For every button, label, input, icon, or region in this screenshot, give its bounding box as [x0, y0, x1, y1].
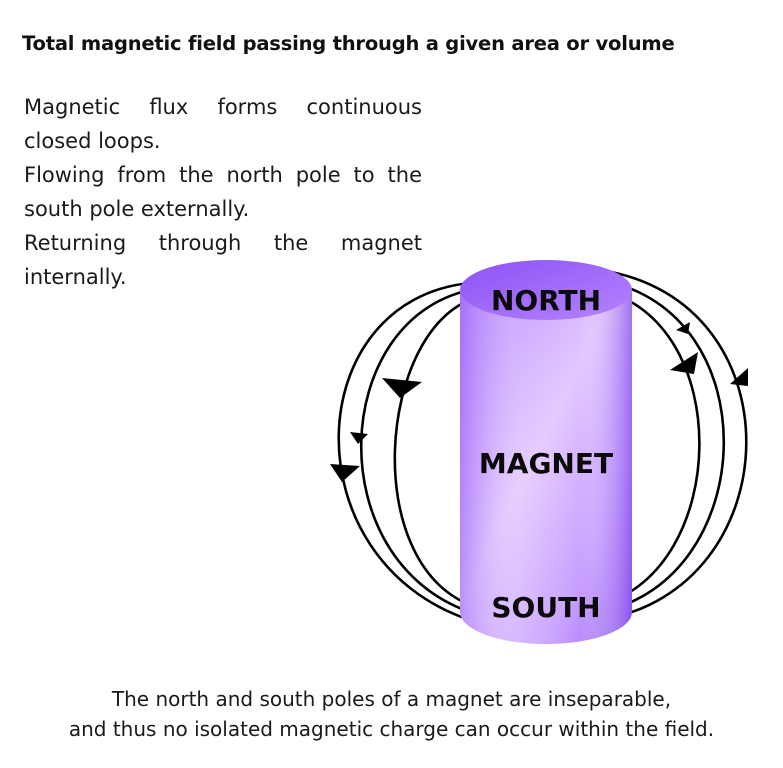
footer-line-1: The north and south poles of a magnet ar… — [111, 687, 672, 711]
arrow-right-outer — [730, 368, 748, 386]
field-arrows — [330, 322, 748, 482]
magnet-body-shade — [460, 290, 632, 644]
field-line-mid-right — [599, 278, 726, 614]
description: Magnetic flux forms continuous closed lo… — [24, 90, 422, 294]
south-label: SOUTH — [491, 591, 600, 624]
description-line-3: Returning through the magnet internally. — [24, 231, 422, 289]
north-label: NORTH — [491, 284, 601, 317]
magnet-top — [460, 260, 632, 320]
field-line-outer-left — [337, 281, 471, 622]
description-line-2: Flowing from the north pole to the south… — [24, 163, 422, 221]
description-line-1: Magnetic flux forms continuous closed lo… — [24, 95, 422, 153]
arrow-right-large — [670, 352, 698, 374]
footer-line-2: and thus no isolated magnetic charge can… — [68, 717, 715, 741]
footer-note: The north and south poles of a magnet ar… — [0, 684, 783, 744]
field-line-inner-right — [599, 288, 701, 607]
page-title: Total magnetic field passing through a g… — [22, 32, 675, 55]
field-lines — [337, 268, 748, 622]
field-line-mid-left — [359, 288, 471, 614]
arrow-right-small — [676, 322, 690, 334]
arrow-left-lower — [330, 464, 360, 482]
arrow-left-small — [350, 432, 368, 444]
magnet: NORTH MAGNET SOUTH — [460, 260, 632, 644]
arrow-left-large — [382, 378, 422, 398]
field-line-outer-right — [599, 268, 748, 622]
field-line-inner-left — [393, 298, 471, 607]
magnet-label: MAGNET — [479, 447, 613, 480]
